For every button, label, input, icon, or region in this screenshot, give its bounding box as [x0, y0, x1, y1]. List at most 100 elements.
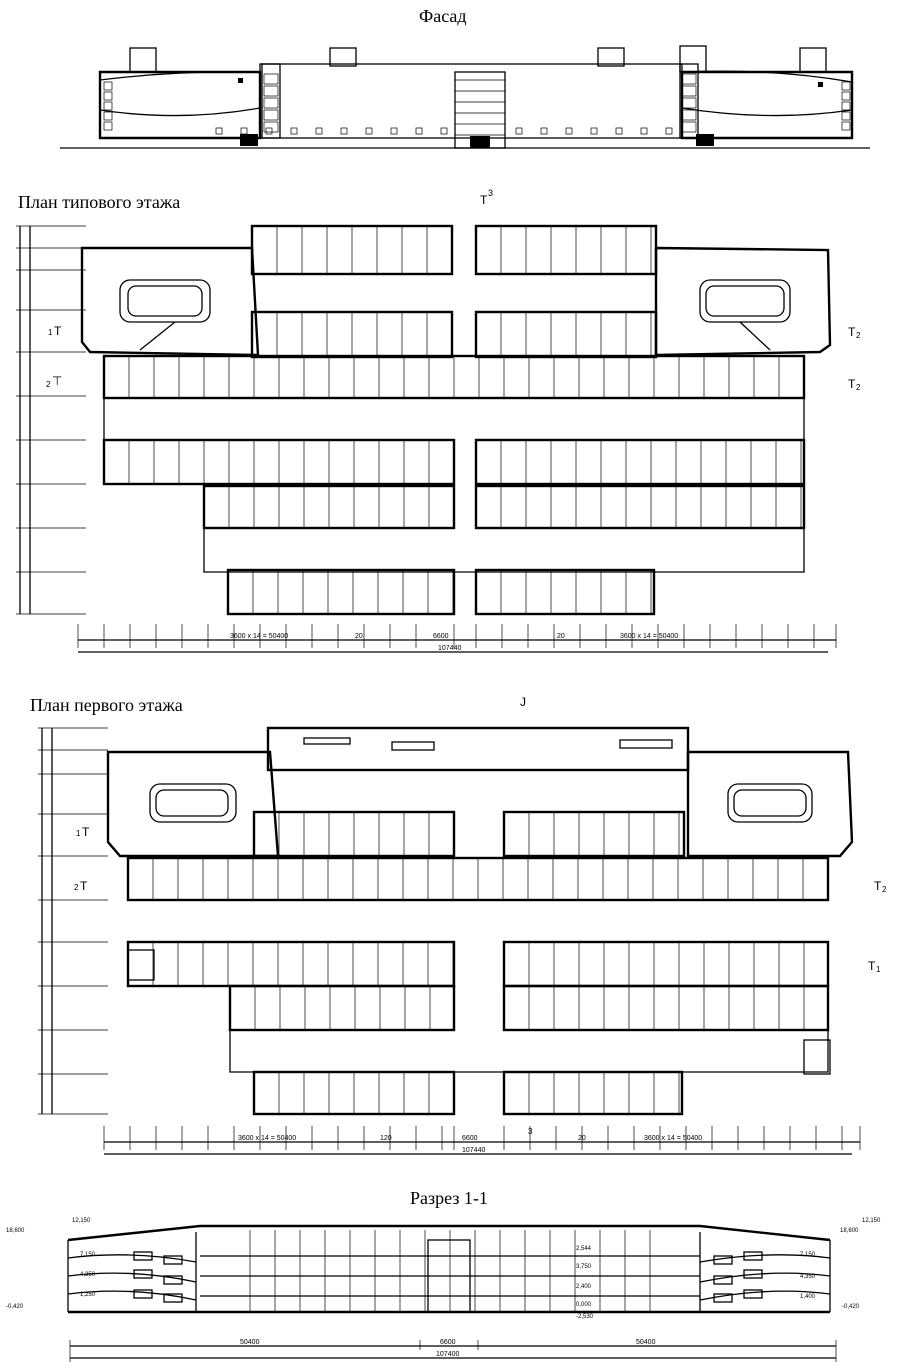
facade-elevation	[60, 45, 870, 149]
first-floor-title: План первого этажа	[30, 695, 183, 715]
facade-window	[103, 91, 113, 101]
typical-mark-2: 2	[46, 380, 51, 389]
section-elevation	[67, 1224, 831, 1314]
facade-window	[841, 101, 851, 111]
first-dim-left-span: 3600 x 14 = 50400	[238, 1135, 296, 1142]
typical-dim-gap-right: 20	[557, 633, 565, 640]
facade-window	[681, 85, 697, 97]
facade-vent	[215, 127, 223, 135]
svg-text:T: T	[480, 193, 488, 207]
section-dim-total: 107400	[436, 1351, 459, 1358]
facade-vent	[290, 127, 298, 135]
first-dim-gap-right: 20	[578, 1135, 586, 1142]
first-mark-1: 1	[76, 829, 81, 838]
facade-vent	[565, 127, 573, 135]
facade-window	[263, 109, 279, 121]
level-left-base: -0,420	[6, 1304, 24, 1310]
facade-vent	[515, 127, 523, 135]
right-level-1: 7,150	[800, 1252, 816, 1258]
svg-text:⊤: ⊤	[52, 374, 62, 388]
section-grid	[249, 1230, 651, 1312]
level-left-roof: 12,150	[72, 1218, 91, 1224]
left-level-1: 7,150	[80, 1252, 96, 1258]
facade-window	[103, 81, 113, 91]
facade-vent	[590, 127, 598, 135]
first-mark-3: 3	[528, 1127, 533, 1136]
facade-window	[681, 97, 697, 109]
first-floor-bottom-dimensions: 3600 x 14 = 50400 120 6600 20 3600 x 14 …	[103, 1126, 861, 1155]
left-level-2: 4,350	[80, 1272, 96, 1278]
facade-vent	[390, 127, 398, 135]
facade-window	[263, 73, 279, 85]
section-dim-left: 50400	[240, 1339, 260, 1346]
first-floor-stalls	[152, 812, 805, 1114]
facade-windows	[103, 73, 851, 136]
svg-text:J: J	[520, 695, 526, 709]
level-right-base: -0,420	[842, 1304, 860, 1310]
facade-window	[681, 121, 697, 133]
typical-floor-title: План типового этажа	[18, 192, 181, 212]
facade-window	[681, 109, 697, 121]
facade-vent	[240, 127, 248, 135]
first-floor-left-dimensions	[38, 727, 108, 1115]
facade-window	[263, 121, 279, 133]
right-level-2: 4,350	[800, 1274, 816, 1280]
left-level-3: 1,250	[80, 1292, 96, 1298]
center-level-2: 3,750	[576, 1264, 592, 1270]
first-dim-gap-left: 120	[380, 1135, 392, 1142]
svg-text:T: T	[82, 825, 90, 839]
svg-text:T: T	[874, 879, 882, 893]
first-dim-right-span: 3600 x 14 = 50400	[644, 1135, 702, 1142]
first-mark-1-right: 1	[876, 965, 881, 974]
typical-mark-2-right: 2	[856, 331, 861, 340]
first-section-marks: J 1 T 2 T T 2 T 1 3	[74, 695, 887, 1136]
facade-window	[681, 73, 697, 85]
facade-vent	[315, 127, 323, 135]
first-dim-total: 107440	[462, 1147, 485, 1154]
typical-floor-left-dimensions	[16, 225, 86, 615]
typical-floor-plan	[80, 224, 832, 616]
first-mark-2: 2	[74, 883, 79, 892]
facade-vent	[665, 127, 673, 135]
svg-text:T: T	[848, 377, 856, 391]
facade-window	[263, 97, 279, 109]
center-level-5: -2,530	[576, 1314, 594, 1320]
section-bottom-dimensions: 50400 6600 50400 107400	[69, 1339, 837, 1362]
level-left-top: 18,600	[6, 1228, 25, 1234]
typical-mark-3: 3	[488, 188, 493, 198]
center-level-1: 2,544	[576, 1246, 592, 1252]
facade-vent	[265, 127, 273, 135]
first-floor-plan	[106, 726, 854, 1116]
facade-vent	[415, 127, 423, 135]
right-level-3: 1,400	[800, 1294, 816, 1300]
facade-window	[103, 101, 113, 111]
typical-floor-bottom-dimensions: 3600 x 14 = 50400 20 6600 20 3600 x 14 =…	[77, 624, 837, 653]
typical-section-marks: 3 T 1 T 2 ⊤ T 2 T 2	[46, 188, 861, 392]
facade-window	[841, 121, 851, 131]
facade-vent	[340, 127, 348, 135]
typical-mark-1: 1	[48, 328, 53, 337]
section-dim-center: 6600	[440, 1339, 456, 1346]
facade-window	[841, 111, 851, 121]
first-mark-2-right: 2	[882, 885, 887, 894]
typical-floor-stalls	[128, 226, 802, 614]
facade-title: Фасад	[419, 6, 467, 26]
svg-text:T: T	[80, 879, 88, 893]
svg-text:T: T	[54, 324, 62, 338]
center-level-4: 0,000	[576, 1302, 592, 1308]
section-title: Разрез 1-1	[410, 1188, 488, 1208]
facade-vent	[440, 127, 448, 135]
typical-dim-total: 107440	[438, 645, 461, 652]
facade-window	[103, 111, 113, 121]
facade-window	[103, 121, 113, 131]
level-right-top: 18,600	[840, 1228, 859, 1234]
section-levels: 18,600 12,150 -0,420 18,600 12,150 -0,42…	[6, 1218, 881, 1320]
typical-dim-gap-left: 20	[355, 633, 363, 640]
first-dim-center: 6600	[462, 1135, 478, 1142]
facade-vent	[365, 127, 373, 135]
facade-vent	[540, 127, 548, 135]
typical-dim-center: 6600	[433, 633, 449, 640]
section-dim-right: 50400	[636, 1339, 656, 1346]
svg-text:T: T	[868, 959, 876, 973]
